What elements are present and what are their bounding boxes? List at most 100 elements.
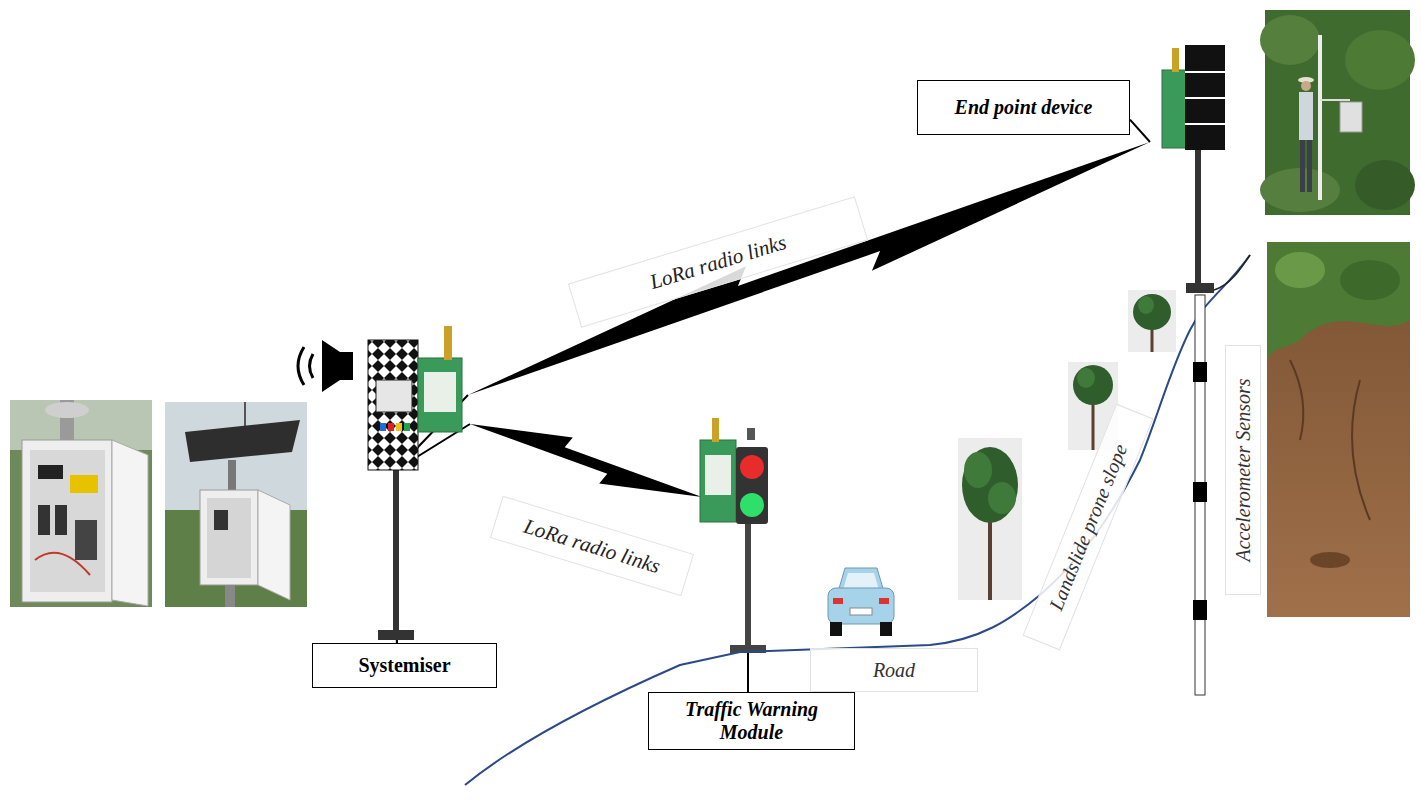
cabinet-photo [45, 402, 89, 418]
tree [1133, 294, 1171, 330]
traffic-light [740, 455, 764, 479]
field-photo [1345, 30, 1415, 90]
end-point-device [1162, 45, 1225, 150]
tree [1073, 365, 1113, 405]
slope-photo [1352, 380, 1370, 520]
solar-cabinet-photo [258, 490, 290, 600]
systemiser-device [393, 470, 399, 632]
speaker-icon [322, 340, 340, 392]
solar-cabinet-photo [214, 510, 228, 530]
road-label: Road [810, 648, 978, 692]
sensor-pole [1193, 482, 1207, 502]
cabinet-photo [38, 465, 63, 479]
traffic-light [736, 447, 768, 524]
car [830, 622, 842, 636]
device-label-box: Systemiser [312, 643, 497, 688]
sensor-pole [1186, 283, 1214, 293]
tree [964, 452, 992, 488]
solar-cabinet-photo [200, 490, 258, 585]
tree [988, 482, 1016, 514]
solar-cabinet-photo [165, 402, 307, 607]
cabinet-photo [55, 505, 67, 535]
car [880, 622, 892, 636]
tree [958, 438, 1022, 600]
sensor-pole [1193, 600, 1207, 620]
device-label-box: End point device [917, 80, 1130, 135]
car [828, 568, 894, 636]
field-photo [1307, 140, 1312, 192]
field-photo [1299, 92, 1313, 140]
speaker-icon [340, 352, 353, 380]
tree [1128, 290, 1176, 352]
sensor-pole [1195, 150, 1201, 288]
field-photo [1340, 102, 1362, 132]
solar-cabinet-photo [228, 460, 236, 490]
field-photo [1355, 160, 1415, 210]
car [850, 608, 872, 615]
cabinet-photo [70, 475, 98, 493]
field-photo [1260, 10, 1415, 215]
slope-photo [1267, 242, 1410, 617]
systemiser-device [424, 372, 456, 412]
cabinet-photo [10, 400, 152, 607]
tree [962, 447, 1018, 523]
systemiser-device [404, 423, 410, 431]
sensor-pole [1214, 255, 1250, 290]
end-point-device [1185, 45, 1225, 150]
traffic-light [740, 493, 764, 517]
node-text: Traffic Warning Module [655, 698, 848, 744]
field-photo [1320, 99, 1350, 101]
traffic-light [700, 440, 736, 522]
field-photo [1260, 15, 1320, 65]
cabinet-photo [75, 520, 97, 560]
cabinet-photo [30, 450, 105, 592]
tree [988, 520, 992, 600]
systemiser-device [376, 380, 412, 412]
systemiser-device [396, 423, 402, 431]
speaker-icon [298, 347, 304, 385]
traffic-light [712, 418, 719, 442]
slope-photo [1267, 242, 1410, 360]
systemiser-device [378, 630, 414, 640]
cabinet-photo [112, 440, 148, 606]
cabinet-photo [38, 505, 50, 535]
tree [1077, 368, 1095, 388]
traffic-light [705, 455, 731, 495]
systemiser-device [388, 423, 394, 431]
car [833, 598, 843, 604]
solar-cabinet-photo [207, 498, 251, 578]
cabinet-photo [35, 553, 90, 575]
sensor-pole [1193, 362, 1207, 382]
car [828, 588, 894, 624]
sensor-label: Accelerometer Sensors [1225, 345, 1261, 595]
tree [958, 438, 1022, 600]
slope-photo [1275, 252, 1325, 288]
lora-radio-link [470, 424, 702, 497]
speaker-icon [310, 354, 314, 378]
solar-cabinet-photo [185, 420, 300, 462]
slope-photo [1267, 242, 1410, 617]
tree [1138, 296, 1154, 314]
end-point-device [1162, 70, 1186, 148]
end-point-device [1185, 71, 1225, 73]
traffic-light [745, 524, 751, 647]
systemiser-device [418, 358, 462, 432]
solar-cabinet-photo [225, 585, 235, 607]
slope-photo [1290, 360, 1303, 440]
node-text: End point device [955, 96, 1093, 119]
end-point-device [1172, 48, 1179, 72]
tree [1128, 290, 1176, 352]
car [843, 573, 879, 590]
car [879, 598, 889, 604]
speaker-icon [298, 340, 353, 392]
end-point-device [1185, 97, 1225, 99]
slope-photo [1340, 260, 1400, 300]
slope-photo [1310, 552, 1350, 568]
tree [1092, 400, 1095, 450]
device-label-box: Traffic Warning Module [648, 692, 855, 750]
lora-radio-link [396, 120, 1150, 643]
end-point-device [1185, 123, 1225, 125]
cabinet-photo [10, 400, 152, 607]
